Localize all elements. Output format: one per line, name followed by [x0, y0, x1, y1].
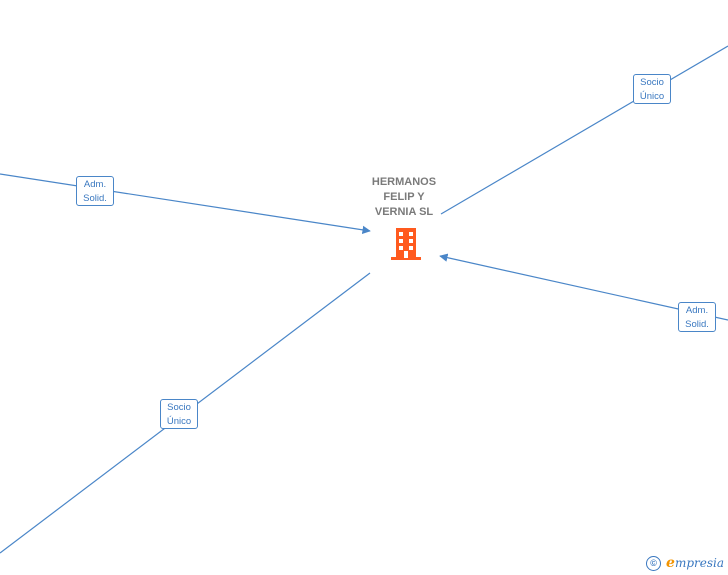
edge-left-top [0, 173, 371, 234]
relation-label-adm-solid-left[interactable]: Adm. Solid. [76, 176, 114, 206]
footer-branding: © empresia [646, 555, 724, 571]
relation-label-socio-unico-top-right[interactable]: Socio Único [633, 74, 671, 104]
relation-label-adm-solid-right[interactable]: Adm. Solid. [678, 302, 716, 332]
brand-logo: empresia [666, 555, 724, 571]
building-icon[interactable] [389, 226, 423, 262]
company-name[interactable]: HERMANOS FELIP Y VERNIA SL [371, 176, 437, 218]
edge-top-right [440, 45, 728, 215]
relation-label-socio-unico-bottom-left[interactable]: Socio Único [160, 399, 198, 429]
copyright-icon: © [646, 555, 662, 571]
